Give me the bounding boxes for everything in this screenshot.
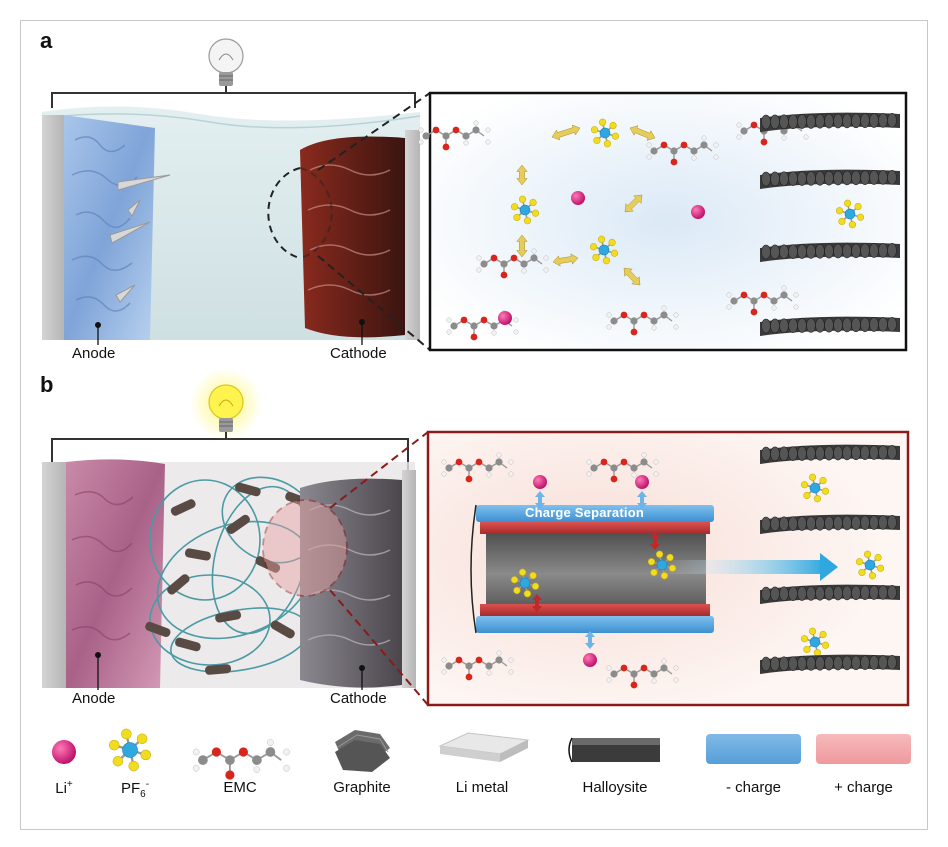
panel-b-cell <box>42 368 429 706</box>
li-ion-b-0 <box>533 475 547 489</box>
zoom-box-a <box>428 91 908 352</box>
graphite-layer-a-1 <box>760 169 900 189</box>
legend-label-pf6: PF6- <box>120 779 150 800</box>
pf6-anion-b-3 <box>855 550 885 580</box>
pf6-anion-a-3 <box>835 199 865 229</box>
panel-label-a: a <box>40 28 53 53</box>
legend-icons <box>335 730 911 772</box>
cathode-current-collector-b <box>402 470 416 688</box>
graphite-layer-b-2 <box>760 584 900 604</box>
li-metal-icon <box>438 732 530 762</box>
interaction-arrow-a-0 <box>551 124 581 141</box>
panel-a-cell <box>41 38 431 351</box>
legend-label-li: Li+ <box>55 779 73 797</box>
anode-li-metal-a <box>64 115 155 340</box>
emc-molecule-b-1 <box>586 452 659 483</box>
interaction-arrow-a-3 <box>516 234 528 258</box>
pf6-anion-b-4 <box>800 627 830 657</box>
li-ion-a-2 <box>498 311 512 325</box>
emc-molecule-a-6 <box>726 285 799 316</box>
inner-positive-layer-bottom <box>480 604 710 616</box>
inner-positive-layer-top <box>480 522 710 534</box>
graphite-layer-b-1 <box>760 514 900 534</box>
light-bulb-on-icon <box>190 368 262 440</box>
ion-arrow-b-1 <box>637 491 647 509</box>
interaction-arrow-a-5 <box>624 194 643 213</box>
positive-charge-icon <box>816 734 911 764</box>
interaction-arrow-a-4 <box>552 253 579 267</box>
legend-label-li-metal: Li metal <box>455 779 509 796</box>
pf6-anion-b-2 <box>800 473 830 503</box>
pf6-anion-a-2 <box>589 235 619 265</box>
ion-arrow-b-3 <box>532 594 542 612</box>
panel-label-b: b <box>40 372 54 397</box>
legend-label-graphite: Graphite <box>333 779 391 796</box>
molecule-layer <box>52 112 900 780</box>
graphite-layer-a-3 <box>760 316 900 336</box>
emc-molecule-b-2 <box>441 650 514 681</box>
emc-molecule-a-2 <box>646 135 719 166</box>
legend-label-halloysite: Halloysite <box>582 779 648 796</box>
cathode-graphite-a <box>300 136 405 338</box>
emc-molecule-a-1 <box>476 248 549 279</box>
ion-transport-arrowhead <box>820 553 838 581</box>
anode-current-collector-b <box>42 462 66 688</box>
emc-molecule-b-3 <box>606 658 679 689</box>
pf6-anion-a-1 <box>510 195 540 225</box>
anode-label-a: Anode <box>72 345 116 362</box>
ion-transport-beam <box>660 560 820 574</box>
interaction-arrow-a-2 <box>516 164 528 186</box>
cathode-label-b: Cathode <box>330 690 387 707</box>
interaction-arrow-a-1 <box>629 125 656 141</box>
halloysite-tubes <box>145 482 311 675</box>
li-ion-a-1 <box>691 205 705 219</box>
pf6-anion-b-1 <box>647 550 677 580</box>
light-bulb-off-icon <box>208 38 244 93</box>
pf6-anion-a-0 <box>590 118 620 148</box>
legend-label-emc: EMC <box>223 779 257 796</box>
li-ion-b-1 <box>635 475 649 489</box>
outer-negative-layer-bottom <box>476 616 714 633</box>
halloysite-tube-section <box>470 504 714 634</box>
graphite-layer-b-3 <box>760 654 900 674</box>
graphite-layer-a-2 <box>760 242 900 262</box>
graphite-icon <box>335 730 390 772</box>
anode-current-collector-a <box>42 115 64 340</box>
circuit-wire-a <box>51 92 416 108</box>
panel-a-zoom <box>428 91 908 352</box>
legend-label-neg-charge: - charge <box>725 779 782 796</box>
emc-molecule-b-0 <box>441 452 514 483</box>
ion-arrow-b-0 <box>535 491 545 509</box>
ion-arrow-b-2 <box>650 532 660 550</box>
graphite-layer-a-0 <box>760 112 900 132</box>
charge-separation-label: Charge Separation <box>525 505 644 520</box>
anode-li-metal-b <box>66 459 165 688</box>
li-ion-a-0 <box>571 191 585 205</box>
li-ion-b-2 <box>583 653 597 667</box>
halloysite-icon <box>568 737 660 763</box>
emc-molecule-a-4 <box>606 305 679 336</box>
cathode-label-a: Cathode <box>330 345 387 362</box>
graphite-layer-b-0 <box>760 444 900 464</box>
anode-label-b: Anode <box>72 690 116 707</box>
legend-label-pos-charge: + charge <box>834 779 893 796</box>
emc-molecule-a-0 <box>418 120 491 151</box>
negative-charge-icon <box>706 734 801 764</box>
pf6-anion-icon <box>108 728 152 772</box>
pf6-anion-b-0 <box>510 568 540 598</box>
ion-arrow-b-4 <box>585 631 595 649</box>
panel-b-zoom <box>426 430 910 707</box>
interaction-arrow-a-6 <box>623 267 641 286</box>
emc-molecule-icon <box>192 739 290 780</box>
cathode-current-collector-a <box>405 130 420 340</box>
outer-negative-layer-top <box>476 505 714 522</box>
li-ion-icon <box>52 740 76 764</box>
